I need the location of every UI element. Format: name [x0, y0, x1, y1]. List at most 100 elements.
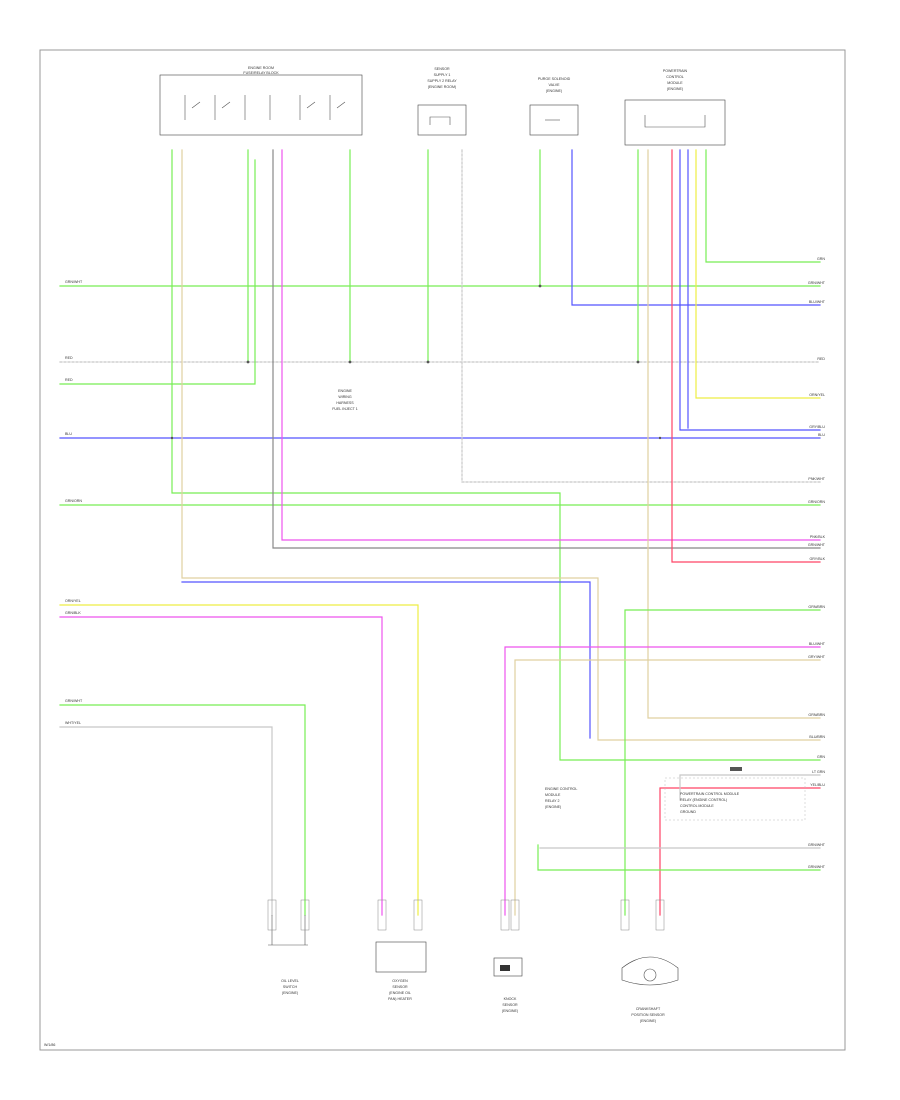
oxygen-sensor-heater: OXYGEN SENSOR (ENGINE OIL PAN) HEATER [375, 899, 427, 1001]
wire-fuse-magenta [281, 149, 821, 541]
right-label-12: GRN/BRN [808, 605, 825, 609]
right-label-6: BLU [818, 433, 825, 437]
sensor3-line-3: (ENGINE) [546, 89, 562, 93]
sensor3-line-2: VALVE [548, 83, 560, 87]
right-label-5: GRY/BLU [809, 425, 825, 429]
o2-line-3: (ENGINE OIL [389, 991, 411, 995]
left-label-2: RED [65, 378, 73, 382]
ecm-line-1: ENGINE CONTROL [545, 787, 577, 791]
o2-line-4: PAN) HEATER [388, 997, 412, 1001]
wire-left-orange-yellow [59, 604, 419, 916]
o2-line-1: OXYGEN [392, 979, 408, 983]
splice-line-1: ENGINE [338, 389, 352, 393]
rbox-line-2: RELAY (ENGINE CONTROL) [680, 798, 727, 802]
wire-grey-ecm [679, 774, 821, 801]
wire-green-crank [537, 844, 821, 871]
right-label-20: GRN/WHT [808, 843, 826, 847]
splice-line-2: WIRING [338, 395, 352, 399]
sensor2-line-2: SUPPLY 1 [434, 73, 451, 77]
rbox-line-4: GROUND [680, 810, 696, 814]
right-label-11: GRY/BLK [809, 557, 825, 561]
crank-line-3: (ENGINE) [640, 1019, 656, 1023]
sensor-supply-relay: SENSOR SUPPLY 1 SUPPLY 2 RELAY (ENGINE R… [417, 67, 467, 136]
o2-line-2: SENSOR [392, 985, 408, 989]
purge-solenoid-valve: PURGE SOLENOID VALVE (ENGINE) [529, 77, 579, 136]
wire-pcm-tan [647, 149, 821, 719]
oil-line-1: OIL LEVEL [281, 979, 299, 983]
rbox-line-3: CONTROL MODULE [680, 804, 714, 808]
knock-line-3: (ENGINE) [502, 1009, 518, 1013]
pcm-relay-box: POWERTRAIN CONTROL MODULE RELAY (ENGINE … [664, 767, 806, 821]
left-wire-labels: GRN/WHT RED RED BLU GRN/ORN ORN/YEL GRN/… [65, 280, 83, 725]
right-label-3: RED [817, 357, 825, 361]
ecm-line-4: (ENGINE) [545, 805, 561, 809]
crank-line-1: CRANKSHAFT [636, 1007, 661, 1011]
wire-tan-knock [514, 659, 821, 916]
knock-line-1: KNOCK [504, 997, 517, 1001]
right-label-13: BLU/WHT [809, 642, 826, 646]
fuse-box-title: ENGINE ROOM [248, 66, 274, 70]
crank-line-2: POSITION SENSOR [631, 1013, 665, 1017]
pcm-line-3: MODULE [667, 81, 683, 85]
wire-green-bn-knock [624, 609, 821, 916]
left-label-7: GRN/WHT [65, 699, 83, 703]
left-label-4: GRN/ORN [65, 499, 82, 503]
wire-pcm-blue-1 [679, 149, 821, 431]
diagram-frame [39, 49, 846, 1051]
left-label-6: GRN/BLK [65, 611, 81, 615]
right-label-18: LT GRN [812, 770, 825, 774]
rbox-line-1: POWERTRAIN CONTROL MODULE [680, 792, 740, 796]
splice-line-3: HARNESS [336, 401, 354, 405]
wire-fuse-green-1 [171, 149, 821, 761]
right-label-15: GRN/BRN [808, 713, 825, 717]
right-label-17: GRN [817, 755, 825, 759]
left-label-0: GRN/WHT [65, 280, 83, 284]
fuse-relay-block: ENGINE ROOM FUSE/RELAY BLOCK [159, 66, 363, 136]
sensor2-line-3: SUPPLY 2 RELAY [427, 79, 457, 83]
right-label-10: GRN/WHT [808, 543, 826, 547]
wire-magenta-knock [504, 646, 821, 916]
wire-pcm-yellow [695, 149, 821, 399]
sensor2-line-4: (ENGINE ROOM) [428, 85, 456, 89]
right-label-21: GRN/WHT [808, 865, 826, 869]
right-wire-labels: GRN GRN/WHT BLU/WHT RED ORN/YEL GRY/BLU … [808, 257, 826, 869]
oil-line-3: (ENGINE) [282, 991, 298, 995]
wire-pcm-red [671, 149, 821, 563]
splice-points [170, 284, 662, 440]
left-label-8: WHT/YEL [65, 721, 81, 725]
wire-fuse-blue [181, 581, 591, 739]
wire-pcm-green-2 [705, 149, 821, 263]
right-label-0: GRN [817, 257, 825, 261]
right-label-4: ORN/YEL [809, 393, 825, 397]
wire-red-crank [659, 787, 821, 916]
right-label-2: BLU/WHT [809, 300, 826, 304]
ecm-relay-label: ENGINE CONTROL MODULE RELAY 2 (ENGINE) [545, 787, 577, 809]
pcm-line-2: CONTROL [666, 75, 684, 79]
pcm-line-1: POWERTRAIN [663, 69, 688, 73]
wire-sensor2-grey [461, 149, 821, 483]
wire-green-2 [59, 159, 256, 385]
oil-line-2: SWITCH [283, 985, 298, 989]
wire-fuse-grey [272, 149, 821, 549]
right-label-9: PNK/BLK [810, 535, 826, 539]
right-label-8: GRN/ORN [808, 500, 825, 504]
left-label-3: BLU [65, 432, 72, 436]
sensor2-line-1: SENSOR [434, 67, 450, 71]
ecm-line-2: MODULE [545, 793, 561, 797]
crankshaft-position-sensor: CRANKSHAFT POSITION SENSOR (ENGINE) [620, 899, 679, 1023]
wire-left-green-black [59, 704, 306, 916]
knock-sensor: KNOCK SENSOR (ENGINE) [493, 899, 523, 1013]
oil-level-switch: OIL LEVEL SWITCH (ENGINE) [267, 899, 310, 995]
fuse-box-subtitle: FUSE/RELAY BLOCK [243, 71, 279, 75]
left-label-5: ORN/YEL [65, 599, 81, 603]
wire-sensor3-blue [571, 149, 821, 306]
right-label-19: YEL/BLU [810, 783, 825, 787]
right-label-14: GRY/WHT [808, 655, 826, 659]
right-label-1: GRN/WHT [808, 281, 826, 285]
right-label-7: PNK/WHT [808, 477, 825, 481]
knock-line-2: SENSOR [502, 1003, 518, 1007]
wire-fuse-tan-1 [181, 149, 821, 741]
sensor3-line-1: PURGE SOLENOID [538, 77, 571, 81]
wire-group [59, 149, 821, 916]
